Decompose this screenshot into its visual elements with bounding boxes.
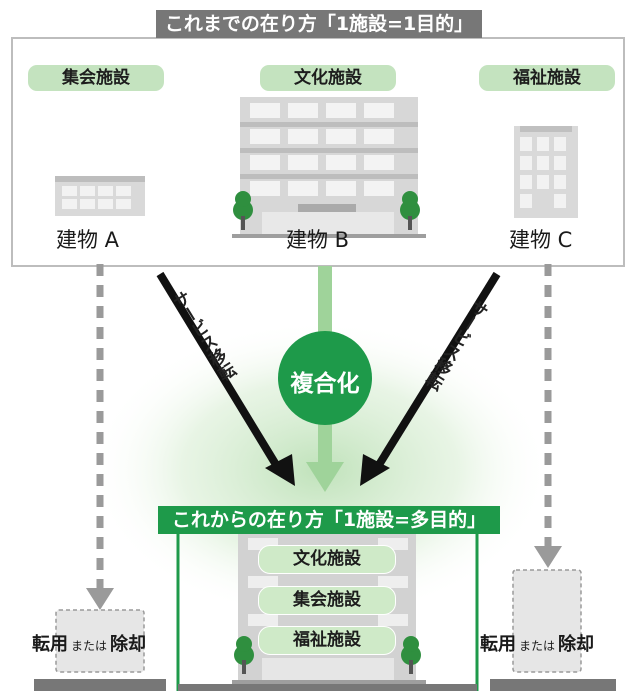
- category-pill-culture: 文化施設: [260, 65, 396, 91]
- tree-icon: [233, 191, 420, 230]
- merge-circle: [278, 331, 372, 425]
- building-b-label: 建物 B: [286, 228, 350, 252]
- right-service-arrow: [373, 271, 501, 471]
- left-removed-building: [55, 609, 145, 673]
- left-service-arrow: [156, 271, 282, 471]
- merge-label: 複合化: [290, 371, 360, 397]
- building-b-graphic: [232, 97, 426, 238]
- center-arrow-head: [306, 462, 344, 492]
- facility-pill-assembly: 集会施設: [258, 586, 396, 615]
- facility-pill-culture: 文化施設: [258, 545, 396, 574]
- category-pill-assembly: 集会施設: [28, 65, 164, 91]
- building-c-label: 建物 C: [509, 228, 573, 252]
- left-repurpose-label: 転用または除却: [32, 634, 147, 655]
- bottom-title: これからの在り方「1施設=多目的」: [158, 506, 500, 534]
- building-c-graphic: [514, 126, 578, 218]
- right-ground: [490, 679, 616, 691]
- right-removed-building: [512, 569, 582, 673]
- category-pill-welfare: 福祉施設: [479, 65, 615, 91]
- right-repurpose-label: 転用または除却: [480, 634, 595, 655]
- building-a-graphic: [55, 176, 145, 216]
- center-ground: [178, 684, 477, 691]
- left-ground: [34, 679, 166, 691]
- building-a-label: 建物 A: [56, 228, 120, 252]
- facility-pill-welfare: 福祉施設: [258, 626, 396, 655]
- top-title: これまでの在り方「1施設=1目的」: [156, 10, 482, 38]
- tree-icon: [234, 636, 421, 674]
